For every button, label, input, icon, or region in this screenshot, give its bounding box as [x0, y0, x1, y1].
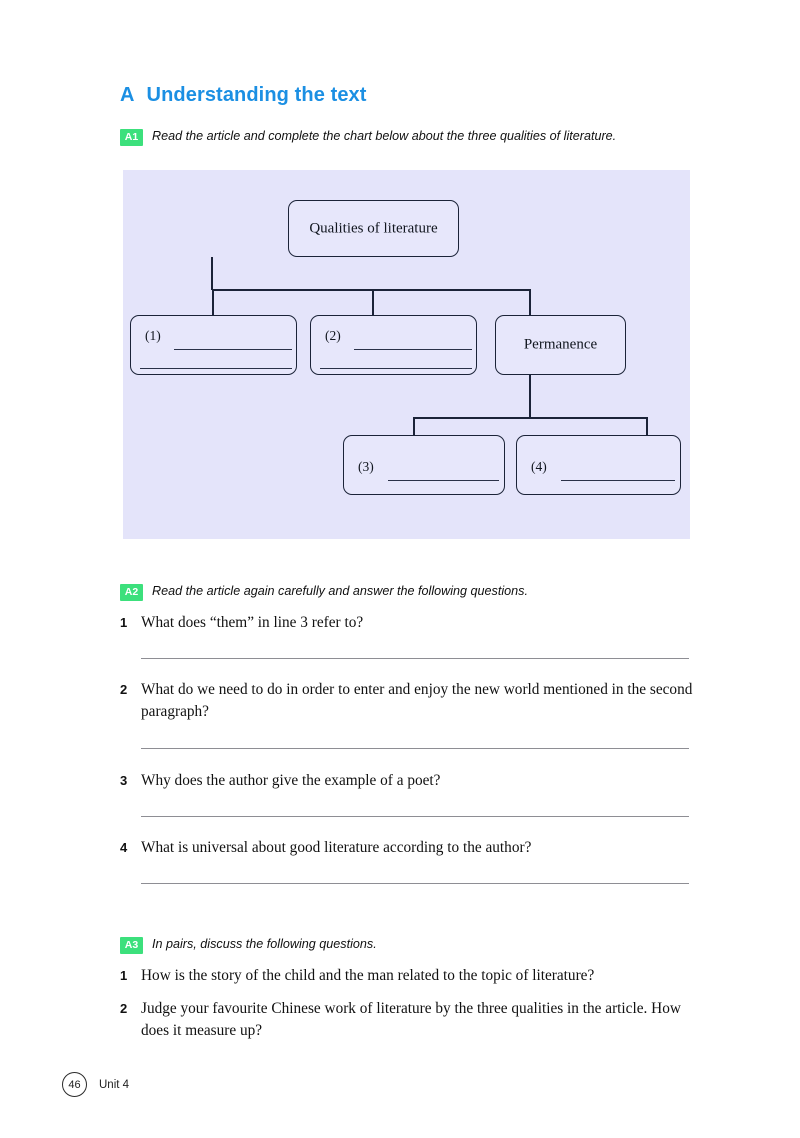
chart-node-4-number: (4): [531, 459, 547, 474]
a3-question-1-text: How is the story of the child and the ma…: [141, 967, 595, 984]
a3-question-2-text: Judge your favourite Chinese work of lit…: [141, 1000, 681, 1039]
a3-question-1: 1 How is the story of the child and the …: [120, 965, 693, 987]
chart-node-blank-3[interactable]: (3): [343, 435, 505, 495]
task-a3-instruction: In pairs, discuss the following question…: [152, 937, 377, 951]
page-title: A Understanding the text: [120, 84, 367, 107]
a2-answer-line-4[interactable]: [141, 883, 689, 884]
connector-drop-child1: [212, 289, 214, 315]
a2-question-1: 1 What does “them” in line 3 refer to?: [120, 612, 693, 634]
connector-root-stem: [211, 257, 213, 290]
a2-question-2-text: What do we need to do in order to enter …: [141, 681, 693, 720]
connector-drop-child3: [529, 289, 531, 315]
task-a2-row: A2 Read the article again carefully and …: [120, 583, 528, 601]
a3-question-2-number: 2: [120, 1001, 128, 1016]
task-a2-instruction: Read the article again carefully and ans…: [152, 584, 528, 598]
a3-question-1-number: 1: [120, 968, 128, 983]
chart-node-root: Qualities of literature: [288, 200, 459, 257]
a2-question-3-number: 3: [120, 773, 128, 788]
page-footer: 46 Unit 4: [62, 1072, 129, 1097]
connector-drop-grandchild1: [413, 417, 415, 435]
a2-question-4-text: What is universal about good literature …: [141, 839, 532, 856]
chart-node-4-line-a[interactable]: [561, 480, 675, 481]
chart-node-blank-1[interactable]: (1): [130, 315, 297, 375]
connector-top-bus: [212, 289, 530, 291]
section-title: Understanding the text: [146, 84, 367, 106]
chart-node-2-line-b[interactable]: [320, 368, 472, 369]
a2-question-3-text: Why does the author give the example of …: [141, 772, 441, 789]
chart-node-blank-4[interactable]: (4): [516, 435, 681, 495]
a2-question-1-number: 1: [120, 615, 128, 630]
chart-node-permanence: Permanence: [495, 315, 626, 375]
chart-node-2-number: (2): [325, 328, 341, 343]
chart-node-root-label: Qualities of literature: [309, 220, 438, 236]
a3-question-2: 2 Judge your favourite Chinese work of l…: [120, 998, 693, 1042]
task-a3-row: A3 In pairs, discuss the following quest…: [120, 936, 377, 954]
unit-label: Unit 4: [99, 1078, 130, 1091]
a2-question-4-number: 4: [120, 840, 128, 855]
chart-node-2-line-a[interactable]: [354, 349, 472, 350]
chart-node-1-line-a[interactable]: [174, 349, 292, 350]
task-a1-row: A1 Read the article and complete the cha…: [120, 128, 617, 146]
a2-question-4: 4 What is universal about good literatur…: [120, 837, 693, 859]
chart-node-3-line-a[interactable]: [388, 480, 499, 481]
connector-lower-bus: [413, 417, 647, 419]
chart-node-blank-2[interactable]: (2): [310, 315, 477, 375]
section-letter: A: [120, 84, 135, 106]
qualities-chart-panel: Qualities of literature (1) (2) Permanen…: [123, 170, 690, 539]
chart-node-1-line-b[interactable]: [140, 368, 292, 369]
a2-question-2: 2 What do we need to do in order to ente…: [120, 679, 693, 723]
a2-question-2-number: 2: [120, 682, 128, 697]
a2-question-1-text: What does “them” in line 3 refer to?: [141, 614, 364, 631]
page-number-badge: 46: [62, 1072, 87, 1097]
connector-drop-grandchild2: [646, 417, 648, 435]
task-badge-a3: A3: [120, 937, 143, 954]
task-a1-instruction: Read the article and complete the chart …: [152, 129, 617, 143]
a2-answer-line-2[interactable]: [141, 748, 689, 749]
task-badge-a1: A1: [120, 129, 143, 146]
a2-question-3: 3 Why does the author give the example o…: [120, 770, 693, 792]
a2-answer-line-1[interactable]: [141, 658, 689, 659]
connector-drop-child2: [372, 289, 374, 315]
task-badge-a2: A2: [120, 584, 143, 601]
chart-node-1-number: (1): [145, 328, 161, 343]
chart-node-permanence-label: Permanence: [523, 336, 598, 353]
connector-permanence-stem: [529, 375, 531, 418]
a2-answer-line-3[interactable]: [141, 816, 689, 817]
chart-node-3-number: (3): [358, 459, 374, 474]
